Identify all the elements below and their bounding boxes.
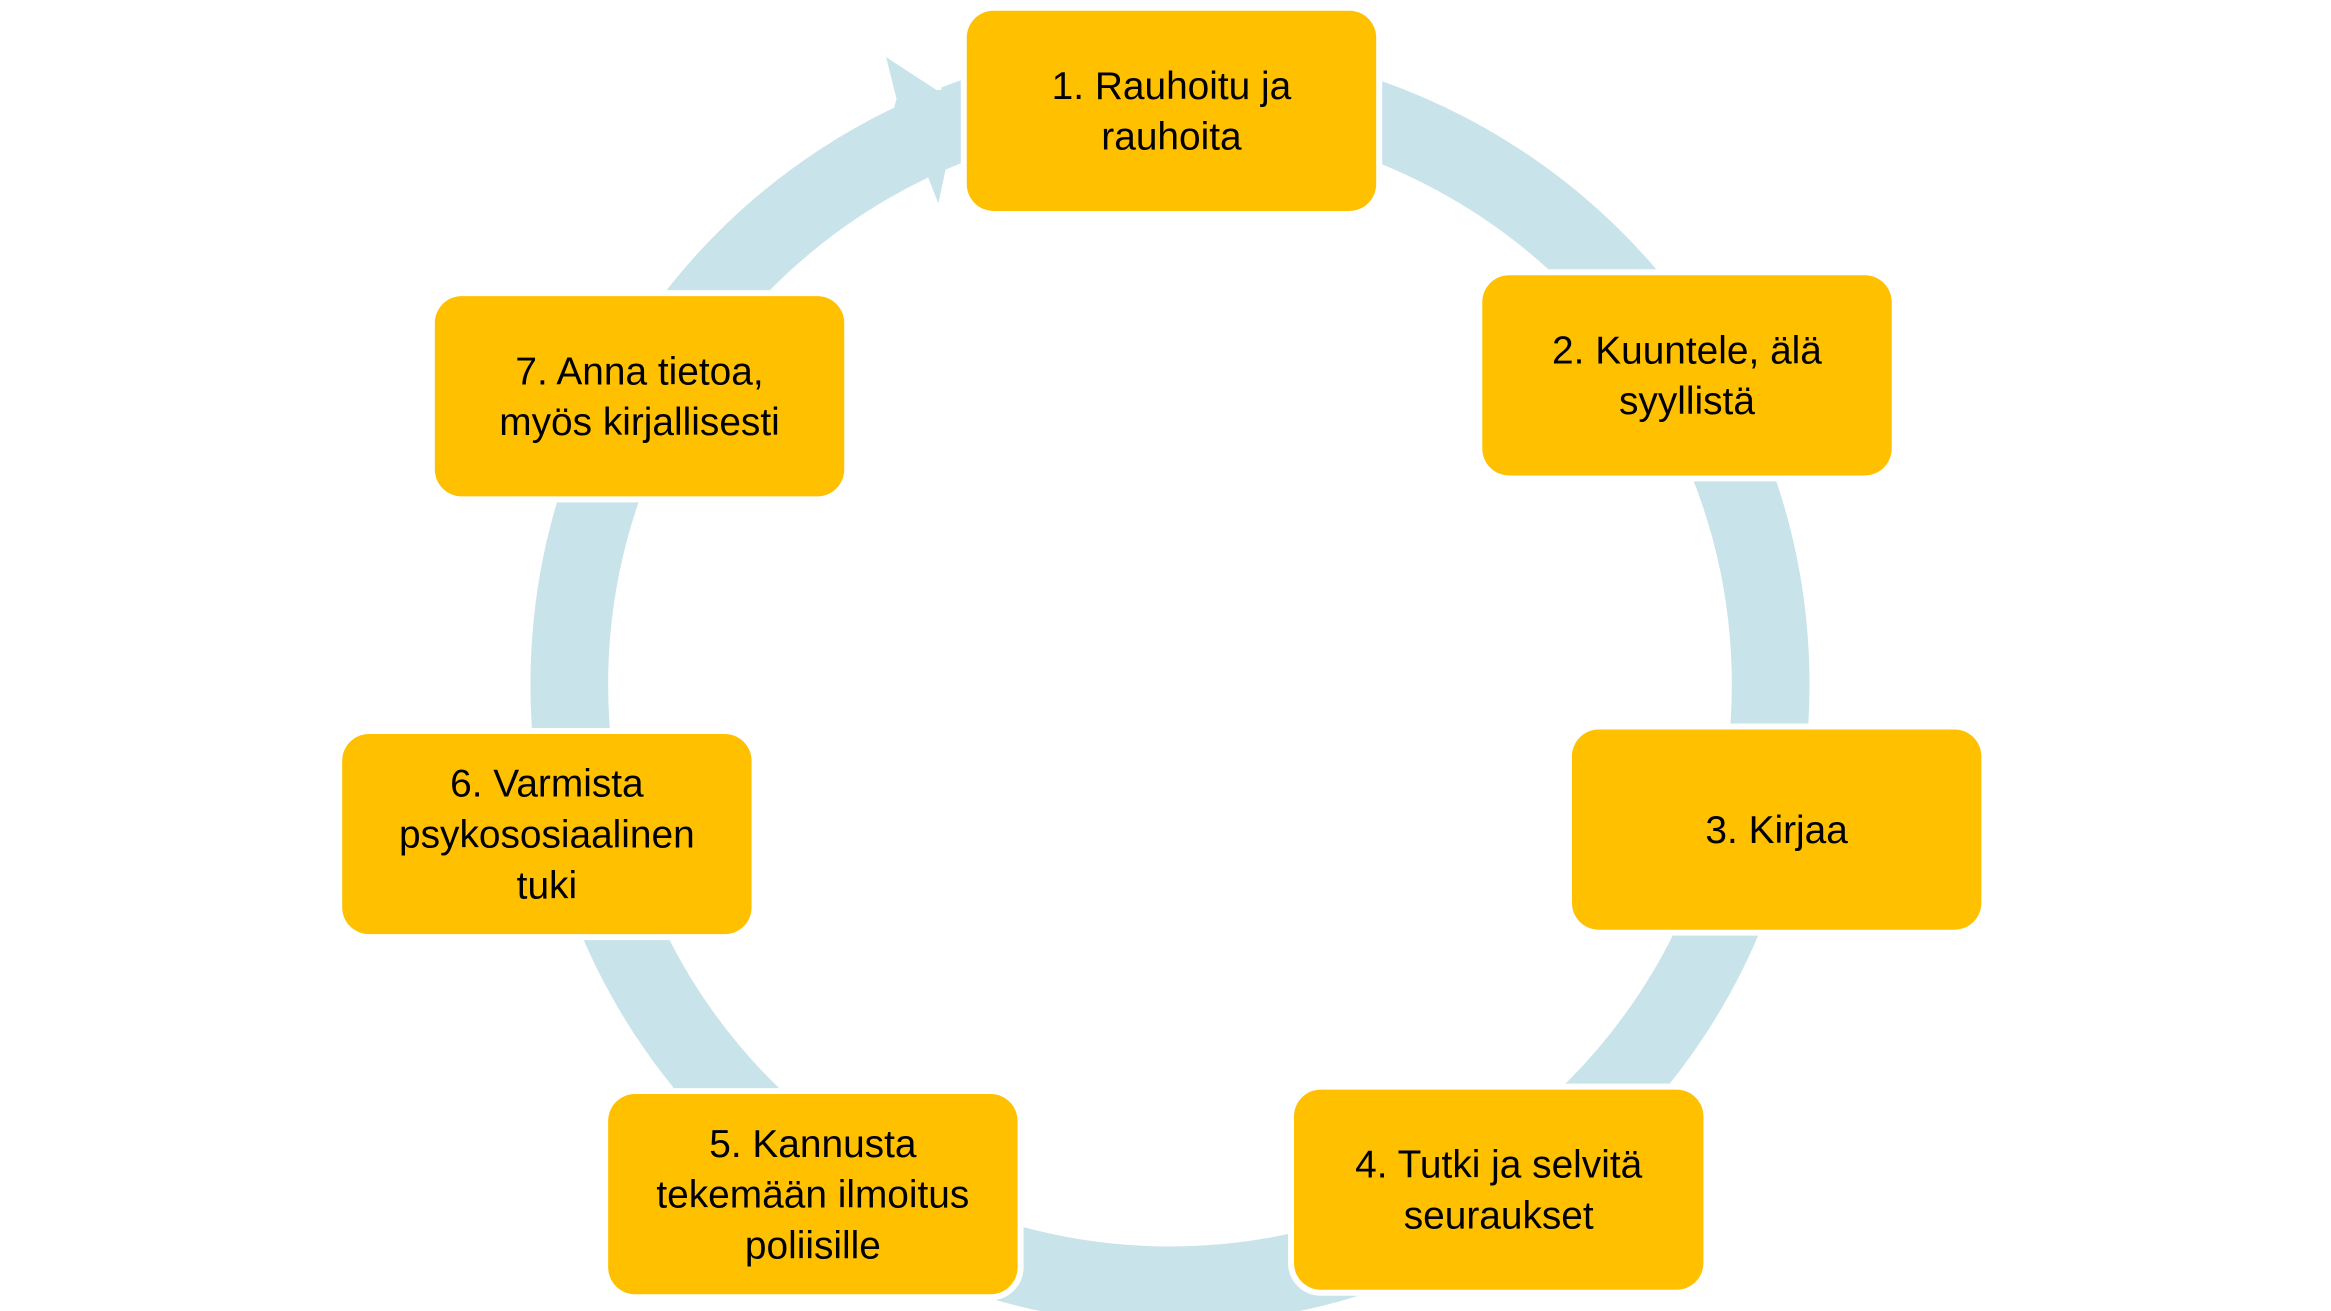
step-label-line: seuraukset <box>1404 1195 1594 1238</box>
step-box-1: 1. Rauhoitu ja rauhoita <box>960 4 1383 217</box>
step-label-line: tekemään ilmoitus <box>656 1174 969 1217</box>
step-box-background <box>1476 269 1898 482</box>
step-box-background <box>428 290 851 503</box>
step-box-background <box>960 4 1383 217</box>
step-label-line: syyllistä <box>1619 380 1755 423</box>
step-box-5: 5. Kannusta tekemään ilmoitus poliisille <box>602 1088 1024 1301</box>
step-box-background <box>1288 1083 1710 1296</box>
step-label-line: myös kirjallisesti <box>499 401 779 444</box>
step-label-line: 3. Kirjaa <box>1705 809 1848 852</box>
step-label-line: 6. Varmista <box>450 763 644 806</box>
step-label-line: 1. Rauhoitu ja <box>1052 65 1292 108</box>
step-label-line: 7. Anna tietoa, <box>515 350 763 393</box>
step-box-6: 6. Varmista psykososiaalinen tuki <box>336 727 758 941</box>
step-label-line: 2. Kuuntele, älä <box>1552 329 1822 372</box>
step-label-line: tuki <box>517 864 577 907</box>
step-box-background <box>336 727 758 941</box>
step-box-background <box>602 1088 1024 1301</box>
arrowhead-icon <box>874 57 960 204</box>
step-box-2: 2. Kuuntele, älä syyllistä <box>1476 269 1898 482</box>
step-label-line: psykososiaalinen <box>399 814 695 857</box>
step-label-line: 5. Kannusta <box>709 1123 917 1166</box>
step-label-line: rauhoita <box>1101 116 1242 159</box>
step-box-7: 7. Anna tietoa, myös kirjallisesti <box>428 290 851 503</box>
step-box-3: 3. Kirjaa <box>1565 723 1988 936</box>
step-box-background <box>1565 723 1988 936</box>
step-label-line: 4. Tutki ja selvitä <box>1355 1144 1642 1187</box>
step-box-4: 4. Tutki ja selvitä seuraukset <box>1288 1083 1710 1296</box>
step-label-line: poliisille <box>745 1224 881 1267</box>
